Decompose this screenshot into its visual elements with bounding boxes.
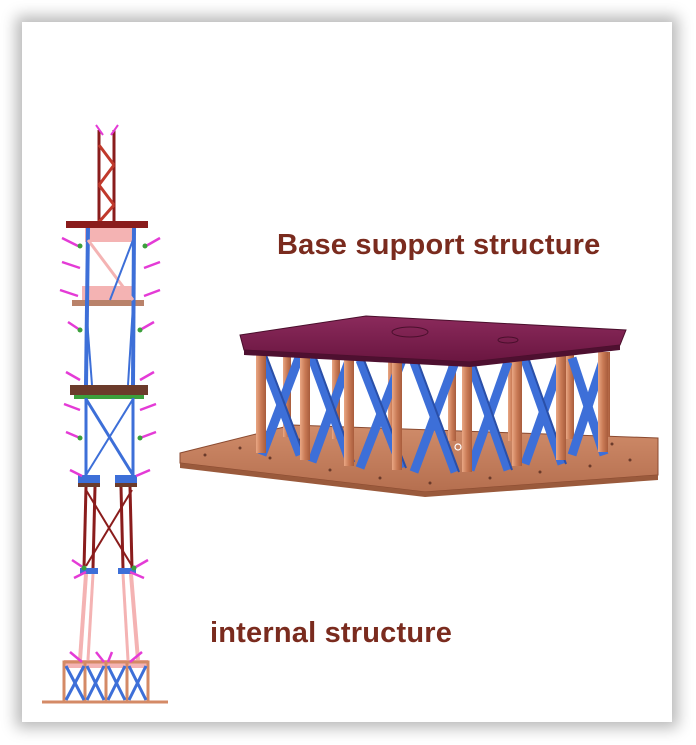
deck-opening [391,326,429,338]
tower-mast [95,124,119,223]
tower-level-2 [72,300,144,306]
anchor-marker [454,443,462,451]
internal-structure-label: internal structure [210,617,453,649]
base-support-structure [179,315,659,497]
internal-tower [42,124,168,704]
tower-bracing [84,239,135,567]
base-support-label: Base support structure [277,229,601,261]
tower-base-cage [62,660,150,704]
base-plate-bolts [203,438,632,485]
tower-joint-dots [77,243,148,571]
front-columns [256,350,608,472]
tower-level-1 [66,221,148,228]
tower-level-3 [70,385,148,395]
